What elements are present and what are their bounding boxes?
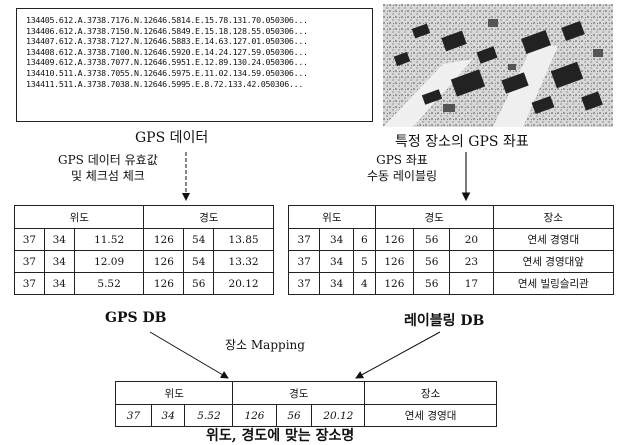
aerial-map-image xyxy=(383,4,613,127)
gps-data-line: 134406.612.A.3738.7150.N.12646.5849.E.15… xyxy=(26,25,308,36)
cell: 34 xyxy=(43,228,75,251)
gps-data-line: 134409.612.A.3738.7077.N.12646.5951.E.12… xyxy=(26,57,308,68)
cell: 37 xyxy=(287,272,321,295)
table-row: 37 34 5.52 126 56 20.12 연세 경영대 xyxy=(115,404,497,427)
cell: 56 xyxy=(413,272,451,295)
validation-step-label: GPS 데이터 유효값 및 체크섬 체크 xyxy=(58,152,158,184)
header-longitude: 경도 xyxy=(143,205,274,229)
validation-step-line2: 및 체크섬 체크 xyxy=(70,169,145,183)
arrow-mapping-left xyxy=(149,331,229,379)
cell-place: 연세 경영대앞 xyxy=(492,250,615,273)
cell: 126 xyxy=(143,228,185,251)
gps-data-line: 134407.612.A.3738.7127.N.12646.5883.E.14… xyxy=(26,36,308,47)
cell: 17 xyxy=(449,272,494,295)
gps-data-line: 134411.511.A.3738.7038.N.12646.5995.E.8.… xyxy=(26,78,304,89)
cell: 11.52 xyxy=(73,228,145,251)
cell: 54 xyxy=(183,228,215,251)
cell: 34 xyxy=(43,250,75,273)
gps-data-line: 134405.612.A.3738.7176.N.12646.5814.E.15… xyxy=(26,15,308,25)
table-row: 37 34 5 126 56 23 연세 경영대앞 xyxy=(287,250,615,273)
cell: 12.09 xyxy=(73,250,145,273)
cell: 20.12 xyxy=(213,272,274,295)
cell: 56 xyxy=(413,228,451,251)
gps-db-caption: GPS DB xyxy=(105,310,167,326)
cell-place: 연세 경영대 xyxy=(492,228,615,251)
cell: 5.52 xyxy=(73,272,145,295)
labeling-step-line2: 수동 레이블링 xyxy=(367,169,438,183)
labeling-db-table: 위도 경도 장소 37 34 6 126 56 20 연세 경영대 37 34 … xyxy=(287,205,615,295)
cell: 37 xyxy=(14,272,45,295)
arrow-mapping-right xyxy=(355,331,441,379)
labeling-step-label: GPS 좌표 수동 레이블링 xyxy=(367,152,437,184)
header-longitude: 경도 xyxy=(374,205,494,229)
result-caption: 위도, 경도에 맞는 장소명 xyxy=(206,428,355,444)
cell: 37 xyxy=(115,404,152,427)
cell: 6 xyxy=(352,228,376,251)
mapping-step-label: 장소 Mapping xyxy=(225,338,305,352)
cell: 34 xyxy=(319,228,354,251)
cell: 126 xyxy=(143,272,185,295)
cell: 20 xyxy=(449,228,494,251)
cell: 34 xyxy=(319,272,354,295)
cell: 34 xyxy=(319,250,354,273)
header-latitude: 위도 xyxy=(288,205,376,229)
cell: 13.32 xyxy=(213,250,274,273)
table-row: 37 34 6 126 56 20 연세 경영대 xyxy=(287,228,615,251)
validation-step-line1: GPS 데이터 유효값 xyxy=(58,153,158,167)
cell: 126 xyxy=(232,404,277,427)
cell: 13.85 xyxy=(213,228,274,251)
labeling-db-caption: 레이블링 DB xyxy=(404,313,485,329)
gps-data-line: 134408.612.A.3738.7100.N.12646.5920.E.14… xyxy=(26,46,308,57)
header-longitude: 경도 xyxy=(232,381,366,405)
cell: 56 xyxy=(183,272,215,295)
gps-data-box: 134405.612.A.3738.7176.N.12646.5814.E.15… xyxy=(16,8,373,122)
cell: 37 xyxy=(287,250,321,273)
gps-data-caption: GPS 데이터 xyxy=(135,130,209,146)
table-row: 37 34 11.52 126 54 13.85 xyxy=(14,228,274,251)
labeling-step-line1: GPS 좌표 xyxy=(376,153,428,167)
cell-place: 연세 빌링슬리관 xyxy=(492,272,615,295)
cell: 37 xyxy=(287,228,321,251)
cell: 37 xyxy=(14,250,45,273)
cell: 34 xyxy=(43,272,75,295)
cell: 5 xyxy=(352,250,376,273)
cell: 23 xyxy=(449,250,494,273)
header-place: 장소 xyxy=(364,381,497,405)
cell: 5.52 xyxy=(184,404,234,427)
cell: 56 xyxy=(275,404,313,427)
table-row: 37 34 4 126 56 17 연세 빌링슬리관 xyxy=(287,272,615,295)
header-latitude: 위도 xyxy=(13,205,145,229)
cell: 126 xyxy=(374,272,415,295)
header-latitude: 위도 xyxy=(114,381,234,405)
header-place: 장소 xyxy=(492,205,615,229)
cell: 126 xyxy=(374,228,415,251)
cell: 4 xyxy=(352,272,376,295)
gps-db-table: 위도 경도 37 34 11.52 126 54 13.85 37 34 12.… xyxy=(13,205,274,295)
cell: 56 xyxy=(413,250,451,273)
cell: 34 xyxy=(150,404,186,427)
gps-data-line: 134410.511.A.3738.7055.N.12646.5975.E.11… xyxy=(26,67,308,78)
photo-caption: 특정 장소의 GPS 좌표 xyxy=(395,134,529,150)
table-row: 37 34 12.09 126 54 13.32 xyxy=(14,250,274,273)
cell: 37 xyxy=(14,228,45,251)
cell: 126 xyxy=(143,250,185,273)
cell: 54 xyxy=(183,250,215,273)
cell: 126 xyxy=(374,250,415,273)
table-row: 37 34 5.52 126 56 20.12 xyxy=(14,272,274,295)
cell-place: 연세 경영대 xyxy=(364,404,497,427)
result-table: 위도 경도 장소 37 34 5.52 126 56 20.12 연세 경영대 xyxy=(114,381,497,427)
cell: 20.12 xyxy=(311,404,366,427)
